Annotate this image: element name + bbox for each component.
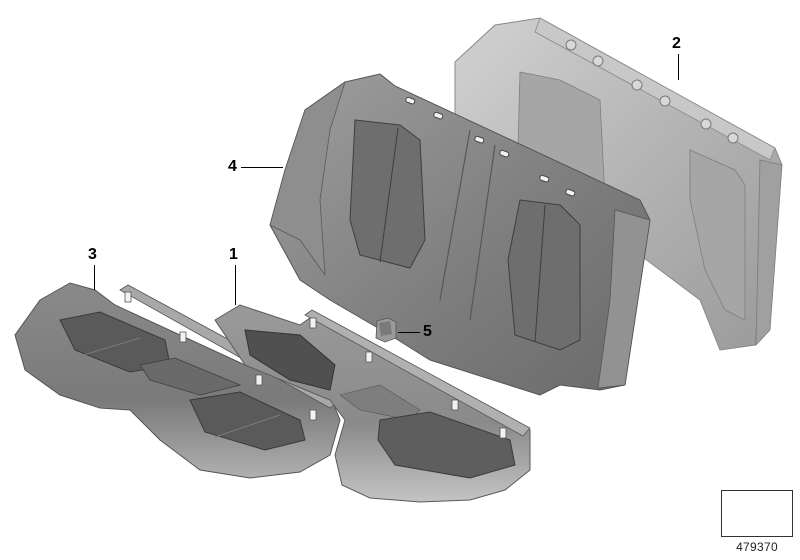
part-1-seat-cushion-right[interactable]: [214, 304, 531, 503]
leader-line-5: [398, 332, 420, 333]
leader-line-1: [235, 265, 236, 305]
part-4-backrest-cover-front[interactable]: [269, 73, 651, 396]
diagram-reference-number: 479370: [736, 540, 778, 554]
leader-line-2: [678, 54, 679, 80]
leader-line-4: [241, 167, 283, 168]
reference-direction-box: [721, 490, 793, 537]
part-5-clip[interactable]: [375, 317, 397, 343]
callout-4[interactable]: 4: [228, 158, 237, 175]
tab-slot-icons: [124, 291, 317, 421]
leader-line-3: [94, 265, 95, 290]
fastener-icons: [565, 39, 739, 144]
slot-icons: [405, 96, 576, 197]
callout-3[interactable]: 3: [88, 246, 97, 263]
callout-5[interactable]: 5: [423, 323, 432, 340]
callout-1[interactable]: 1: [229, 246, 238, 263]
tab-slot-icons-right: [309, 317, 507, 439]
callout-2[interactable]: 2: [672, 35, 681, 52]
